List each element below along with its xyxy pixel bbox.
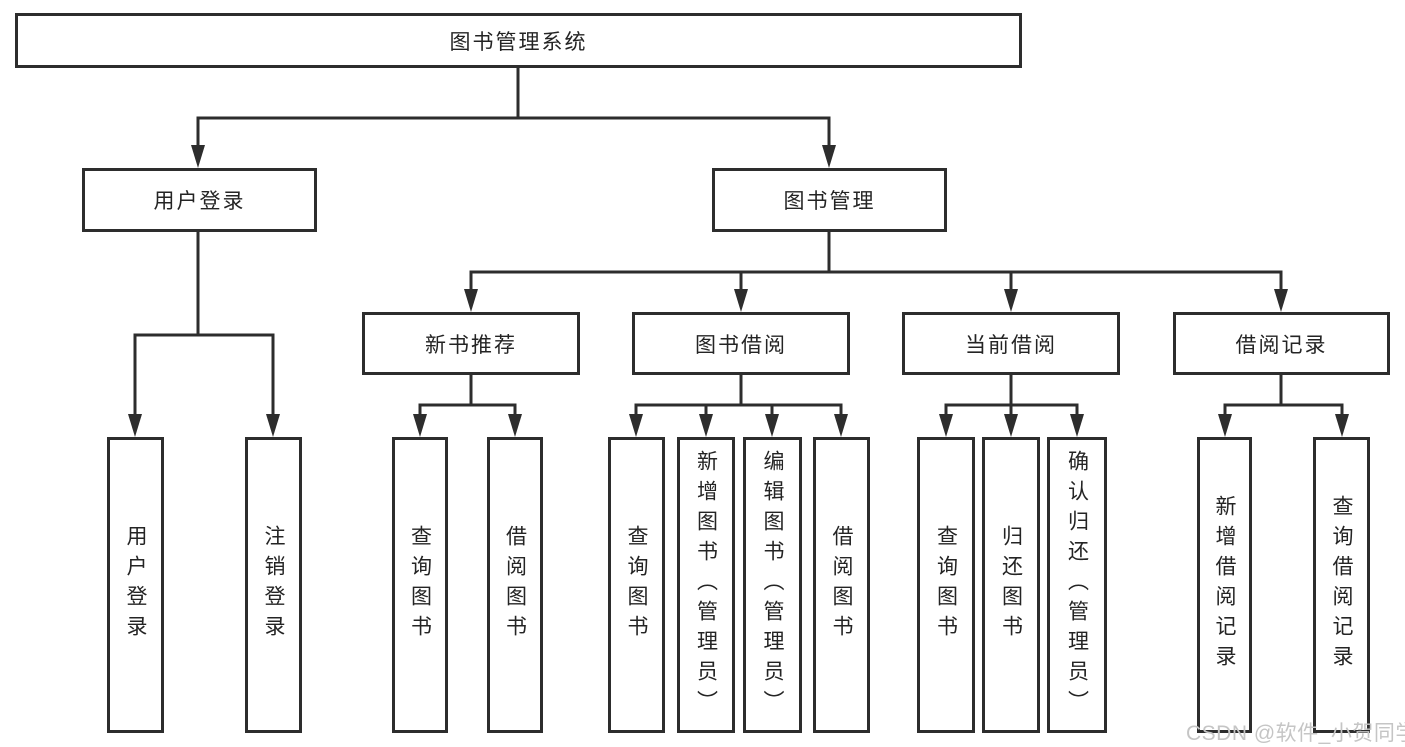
node-label: 图书管理系统 bbox=[449, 30, 588, 54]
node-label: 用户登录 bbox=[124, 525, 147, 645]
leaf-nbr-query-books: 查询图书 bbox=[392, 437, 448, 733]
leaf-cb-query-books: 查询图书 bbox=[917, 437, 975, 733]
arrow-down-icon bbox=[266, 414, 280, 437]
node-label: 借阅图书 bbox=[830, 525, 853, 645]
csdn-watermark: CSDN @软件_小贺同学 bbox=[1186, 722, 1405, 745]
arrow-down-icon bbox=[765, 414, 779, 437]
node-label: 用户登录 bbox=[153, 190, 246, 213]
branch-root bbox=[191, 68, 836, 168]
arrow-down-icon bbox=[413, 414, 427, 437]
node-label: 编辑图书（管理员） bbox=[761, 450, 784, 720]
branch-book-borrowing bbox=[629, 375, 848, 437]
branch-user-login bbox=[128, 232, 280, 437]
branch-current-borrowing bbox=[939, 375, 1084, 437]
node-label: 新增图书（管理员） bbox=[694, 450, 718, 720]
node-label: 查询借阅记录 bbox=[1330, 495, 1353, 675]
node-label: 当前借阅 bbox=[965, 333, 1057, 357]
arrow-down-icon bbox=[464, 289, 478, 312]
node-new-book-recommend: 新书推荐 bbox=[362, 312, 580, 375]
branch-book-management bbox=[464, 232, 1288, 312]
arrow-down-icon bbox=[939, 414, 953, 437]
node-book-borrowing: 图书借阅 bbox=[632, 312, 850, 375]
leaf-user-login: 用户登录 bbox=[107, 437, 164, 733]
arrow-down-icon bbox=[191, 145, 205, 168]
node-label: 新书推荐 bbox=[425, 333, 517, 357]
node-label: 查询图书 bbox=[408, 525, 432, 645]
branch-borrowing-records bbox=[1218, 375, 1349, 437]
leaf-bb-borrow-books: 借阅图书 bbox=[813, 437, 870, 733]
node-label: 图书管理 bbox=[783, 190, 876, 213]
node-label: 确认归还（管理员） bbox=[1065, 450, 1089, 720]
node-label: 新增借阅记录 bbox=[1213, 495, 1236, 675]
arrow-down-icon bbox=[1004, 414, 1018, 437]
arrow-down-icon bbox=[629, 414, 643, 437]
arrow-down-icon bbox=[508, 414, 522, 437]
node-user-login: 用户登录 bbox=[82, 168, 317, 232]
node-label: 图书借阅 bbox=[695, 333, 787, 357]
node-book-management: 图书管理 bbox=[712, 168, 947, 232]
node-label: 借阅记录 bbox=[1235, 333, 1328, 357]
arrow-down-icon bbox=[128, 414, 142, 437]
leaf-br-add-record: 新增借阅记录 bbox=[1197, 437, 1252, 733]
arrow-down-icon bbox=[1335, 414, 1349, 437]
arrow-down-icon bbox=[734, 289, 748, 312]
node-label: 查询图书 bbox=[625, 525, 648, 645]
leaf-logout-login: 注销登录 bbox=[245, 437, 302, 733]
leaf-bb-query-books: 查询图书 bbox=[608, 437, 665, 733]
node-label: 查询图书 bbox=[934, 525, 958, 645]
arrow-down-icon bbox=[1274, 289, 1288, 312]
leaf-bb-edit-books-admin: 编辑图书（管理员） bbox=[743, 437, 802, 733]
node-library-system: 图书管理系统 bbox=[15, 13, 1022, 68]
arrow-down-icon bbox=[1070, 414, 1084, 437]
leaf-cb-confirm-return-admin: 确认归还（管理员） bbox=[1047, 437, 1107, 733]
leaf-bb-add-books-admin: 新增图书（管理员） bbox=[677, 437, 735, 733]
leaf-nbr-borrow-books: 借阅图书 bbox=[487, 437, 543, 733]
arrow-down-icon bbox=[822, 145, 836, 168]
node-current-borrowing: 当前借阅 bbox=[902, 312, 1120, 375]
node-label: 归还图书 bbox=[999, 525, 1023, 645]
arrow-down-icon bbox=[834, 414, 848, 437]
leaf-cb-return-books: 归还图书 bbox=[982, 437, 1040, 733]
arrow-down-icon bbox=[1004, 289, 1018, 312]
node-label: 注销登录 bbox=[262, 525, 285, 645]
branch-new-book-recommend bbox=[413, 375, 522, 437]
arrow-down-icon bbox=[699, 414, 713, 437]
leaf-br-query-record: 查询借阅记录 bbox=[1313, 437, 1370, 733]
node-label: 借阅图书 bbox=[503, 525, 527, 645]
node-borrowing-records: 借阅记录 bbox=[1173, 312, 1390, 375]
arrow-down-icon bbox=[1218, 414, 1232, 437]
